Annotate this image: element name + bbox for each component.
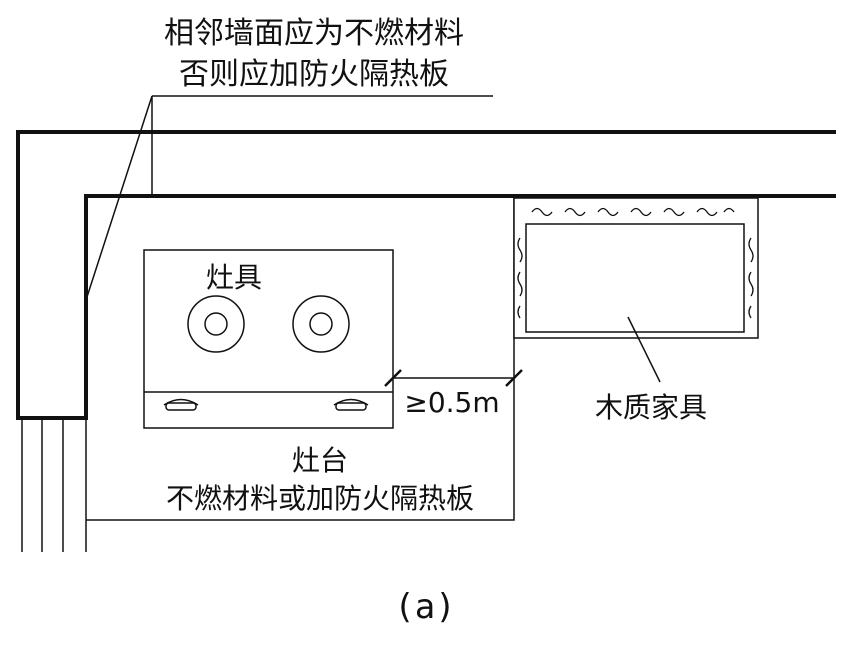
counter-label: 灶台	[292, 444, 348, 477]
annotation-leader-diagonal	[85, 95, 153, 301]
knob-right	[333, 398, 369, 411]
burner-left-outer	[187, 295, 245, 353]
stove-body	[143, 249, 394, 429]
burner-right-outer	[292, 295, 350, 353]
knob-left	[163, 398, 199, 411]
distance-tick-right	[505, 369, 523, 387]
wall-note-line1: 相邻墙面应为不燃材料	[164, 16, 464, 51]
burner-left-inner	[204, 312, 228, 336]
wood-grain-hatch	[517, 207, 754, 319]
wall-note-line2: 否则应加防火隔热板	[179, 57, 449, 92]
figure-caption: (a)	[394, 587, 455, 627]
wood-furniture-label: 木质家具	[595, 391, 707, 424]
distance-label: ≥0.5m	[404, 386, 499, 419]
stove-label: 灶具	[206, 261, 262, 294]
wall-outer-line	[16, 130, 836, 420]
wood-furniture-inner-board	[525, 223, 745, 333]
wood-furniture-leader	[627, 316, 661, 383]
counter-material-label: 不燃材料或加防火隔热板	[166, 482, 474, 515]
burner-right-inner	[309, 312, 333, 336]
distance-tick-left	[384, 369, 402, 387]
